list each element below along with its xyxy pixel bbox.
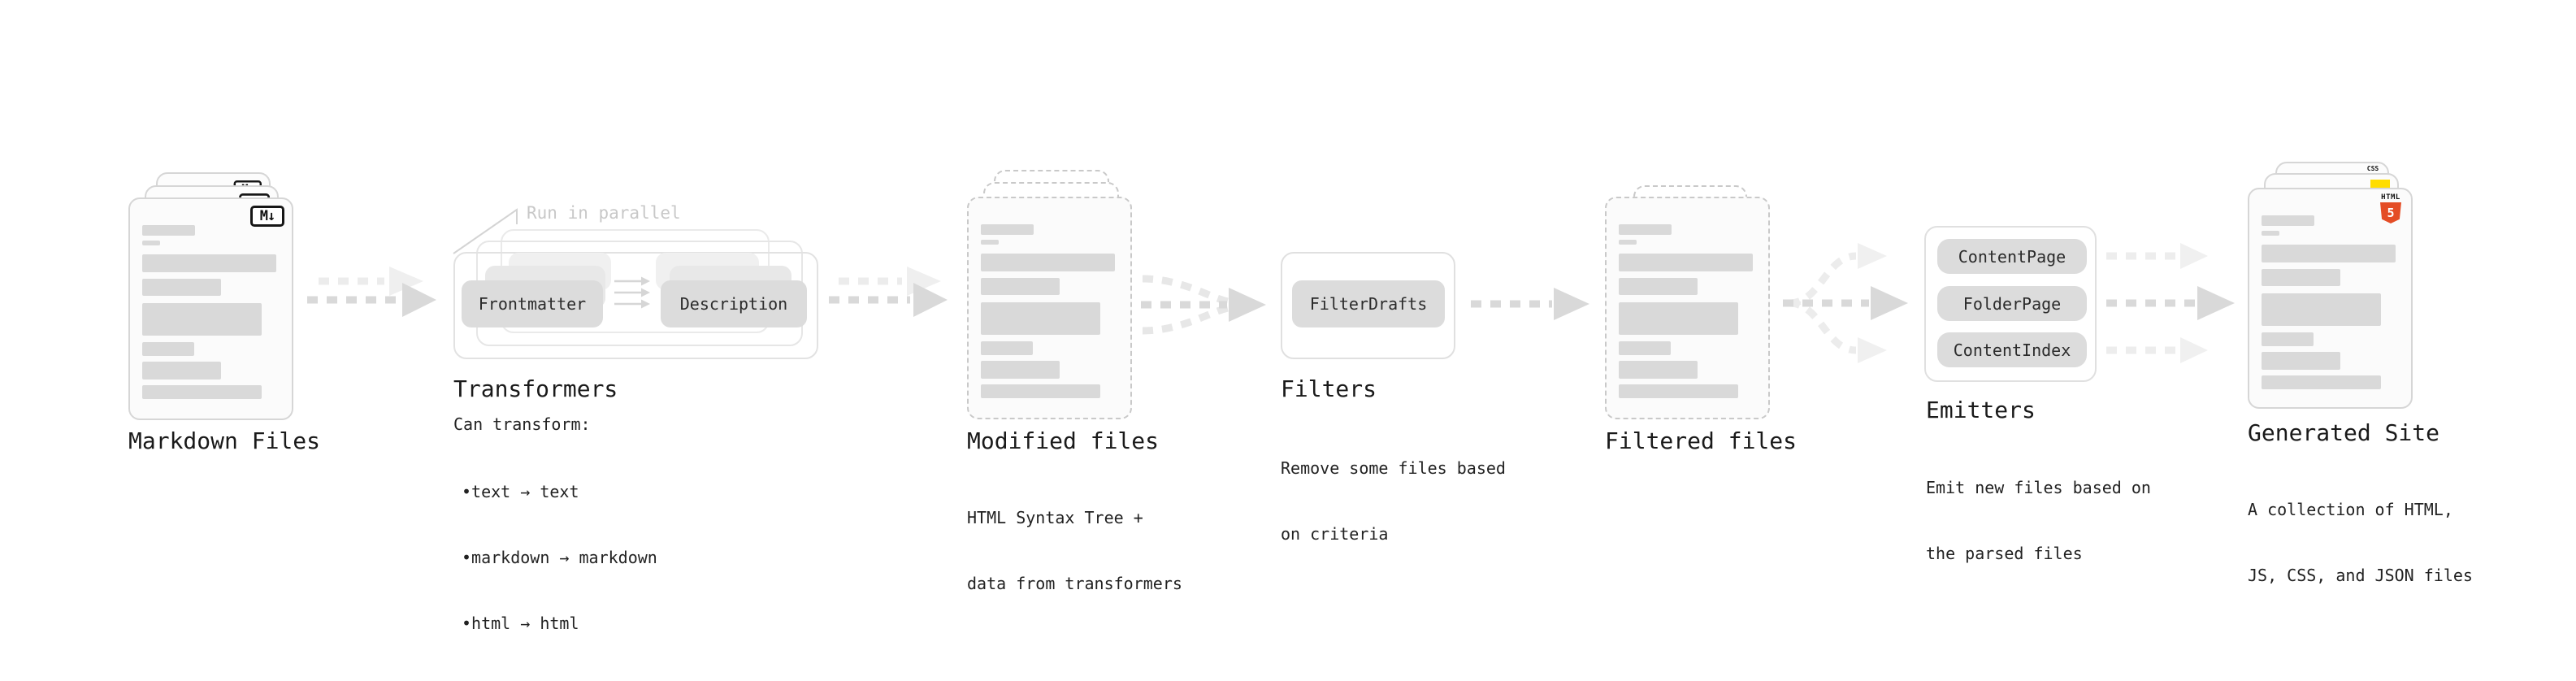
- markdown-icon: M↓: [250, 206, 284, 227]
- contentindex-chip: ContentIndex: [1937, 332, 2087, 367]
- desc-line: Remove some files based: [1281, 458, 1506, 478]
- filters-desc: Remove some files based on criteria: [1281, 414, 1506, 589]
- site-file-card-front: HTML 5: [2248, 188, 2413, 409]
- flow-arrow-transformers-to-modified: [829, 267, 948, 317]
- flow-arrow-filtered-to-emitters: [1783, 243, 1908, 363]
- desc-line: A collection of HTML,: [2248, 500, 2453, 519]
- markdown-files-label: Markdown Files: [128, 427, 321, 454]
- filtered-file-card-front: [1605, 197, 1770, 419]
- flow-arrow-filters-to-filtered: [1471, 288, 1589, 320]
- transformers-bullets: text → text markdown → markdown html → h…: [462, 437, 657, 679]
- annotation-leader-line: [453, 208, 518, 254]
- generated-site-desc: A collection of HTML, JS, CSS, and JSON …: [2248, 455, 2473, 631]
- flow-arrow-modified-to-filters: [1141, 275, 1266, 335]
- document-text-placeholder: [981, 224, 1115, 398]
- bullet-item: markdown → markdown: [462, 547, 657, 569]
- markdown-file-card-front: M↓: [128, 197, 293, 420]
- emitters-box: [1924, 226, 2097, 382]
- filters-box: [1281, 252, 1455, 359]
- html5-icon: HTML 5: [2380, 194, 2401, 223]
- desc-line: on criteria: [1281, 524, 1389, 544]
- description-chip: Description: [661, 280, 807, 327]
- contentpage-chip: ContentPage: [1937, 239, 2087, 274]
- flow-arrow-markdown-to-transformers: [307, 267, 436, 317]
- document-text-placeholder: [1619, 224, 1753, 398]
- desc-line: JS, CSS, and JSON files: [2248, 566, 2473, 585]
- parallel-arrows-icon: [614, 276, 650, 309]
- run-in-parallel-annotation: Run in parallel: [527, 203, 681, 223]
- desc-line: the parsed files: [1926, 544, 2083, 563]
- filterdrafts-chip: FilterDrafts: [1292, 280, 1445, 327]
- filtered-files-label: Filtered files: [1605, 427, 1798, 454]
- transformer-layer-box-1: [453, 252, 818, 359]
- desc-line: Emit new files based on: [1926, 478, 2151, 497]
- modified-files-desc: HTML Syntax Tree + data from transformer…: [967, 463, 1182, 639]
- folderpage-chip: FolderPage: [1937, 286, 2087, 321]
- desc-line: HTML Syntax Tree +: [967, 508, 1143, 527]
- generated-site-label: Generated Site: [2248, 419, 2440, 446]
- html5-icon-shield: 5: [2380, 202, 2401, 223]
- modified-files-label: Modified files: [967, 427, 1160, 454]
- document-text-placeholder: [142, 225, 276, 399]
- flow-arrow-emitters-to-site: [2106, 243, 2235, 363]
- emitters-desc: Emit new files based on the parsed files: [1926, 433, 2151, 609]
- transformers-desc-title: Can transform:: [453, 414, 591, 434]
- bullet-item: text → text: [462, 481, 657, 503]
- emitters-label: Emitters: [1926, 397, 2036, 423]
- filters-label: Filters: [1281, 375, 1377, 402]
- transformers-label: Transformers: [453, 375, 618, 402]
- document-text-placeholder: [2262, 215, 2396, 389]
- html5-icon-word: HTML: [2381, 193, 2400, 202]
- css-icon-text: CSS: [2366, 165, 2379, 172]
- js-icon: [2370, 180, 2390, 190]
- frontmatter-chip: Frontmatter: [462, 280, 603, 327]
- modified-file-card-front: [967, 197, 1132, 419]
- bullet-item: html → html: [462, 613, 657, 635]
- desc-line: data from transformers: [967, 574, 1182, 593]
